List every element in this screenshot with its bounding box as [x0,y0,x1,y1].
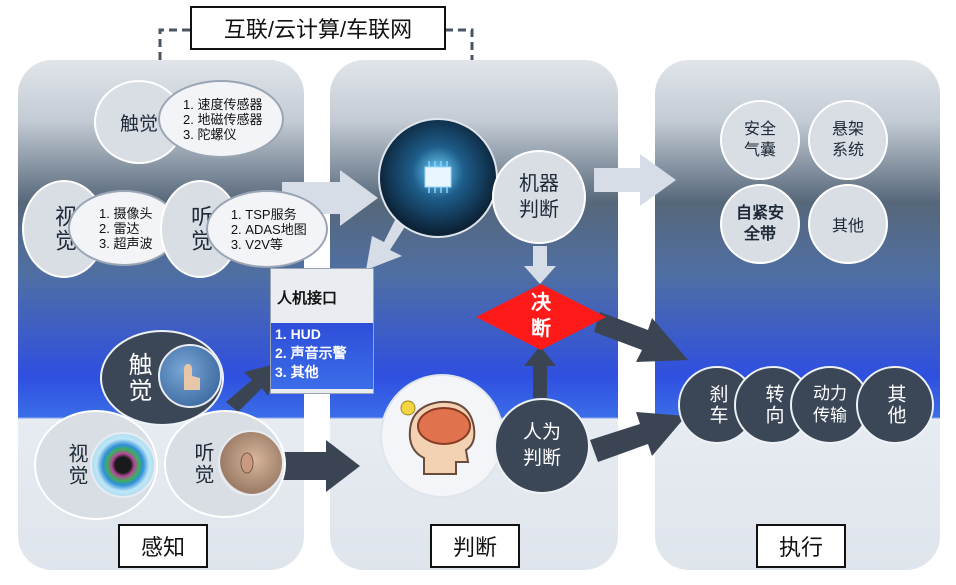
arrow-lower-to-hmi [226,364,276,412]
eye-image [90,432,156,498]
seatbelt-circle: 自紧安全带 [720,184,800,264]
hearing-item: ADAS地图 [245,222,306,237]
human-judgment-circle: 人为判断 [494,398,590,494]
lower-hearing-label: 听觉 [191,442,213,486]
arrow-human-to-execution [590,412,686,462]
brake-label: 刹车 [706,384,728,426]
arrow-machine-to-decision [524,246,556,284]
section-judgment: 判断 [430,524,520,568]
arrow-chip-to-hmi [366,214,408,270]
machine-judgment-label: 机器判断 [519,173,559,221]
chip-icon [424,161,452,193]
other-lower-label: 其他 [884,384,906,426]
section-perception: 感知 [118,524,208,568]
hearing-item: TSP服务 [245,207,306,222]
hmi-list: 1. HUD 2. 声音示警 3. 其他 [271,323,373,389]
hmi-item: 1. HUD [275,326,321,342]
hand-image [158,344,222,408]
other-upper-circle: 其他 [808,184,888,264]
brain-icon [400,400,476,475]
decision-diamond [476,284,606,350]
arrow-human-to-decision [524,346,556,398]
airbag-circle: 安全气囊 [720,100,800,180]
powertrain-label: 动力传输 [813,384,847,425]
arrow-hearing-to-brain [270,440,360,492]
human-judgment-label: 人为判断 [522,422,561,469]
vision-item: 雷达 [113,221,152,236]
arrow-machine-to-execution [594,154,676,206]
powertrain-circle: 动力传输 [790,366,870,444]
other-upper-label: 其他 [831,218,864,235]
machine-judgment-circle: 机器判断 [492,150,586,244]
dashed-connector-left [158,28,190,60]
brain-image [380,374,504,498]
seatbelt-label: 自紧安全带 [736,205,785,243]
touch-item: 地磁传感器 [197,112,262,127]
lower-vision-label: 视觉 [65,443,87,487]
other-lower-circle: 其他 [856,366,934,444]
hearing-list: TSP服务 ADAS地图 V2V等 [206,190,328,268]
hmi-item: 3. 其他 [275,364,319,380]
ear-icon [240,452,254,474]
vision-item: 超声波 [113,236,152,251]
hmi-item: 2. 声音示警 [275,345,347,361]
top-label: 互联/云计算/车联网 [190,6,446,50]
lower-touch-label: 触觉 [124,352,151,404]
airbag-label: 安全气囊 [743,121,776,159]
dashed-connector-right [445,28,474,60]
hmi-box: 人机接口 1. HUD 2. 声音示警 3. 其他 [270,268,374,394]
decision-label: 决断 [531,292,551,340]
steering-label: 转向 [762,384,784,426]
touch-list: 速度传感器 地磁传感器 陀螺仪 [158,80,284,158]
hearing-item: V2V等 [245,237,306,252]
hand-icon [184,364,200,390]
section-execution: 执行 [756,524,846,568]
arrow-decision-to-execution [594,312,688,362]
ear-image [218,430,284,496]
hmi-title: 人机接口 [277,290,338,307]
suspension-circle: 悬架系统 [808,100,888,180]
suspension-label: 悬架系统 [831,121,864,159]
touch-item: 陀螺仪 [197,127,262,142]
chip-image [378,118,498,238]
touch-label: 触觉 [119,113,158,135]
vision-item: 摄像头 [113,206,152,221]
touch-item: 速度传感器 [197,97,262,112]
